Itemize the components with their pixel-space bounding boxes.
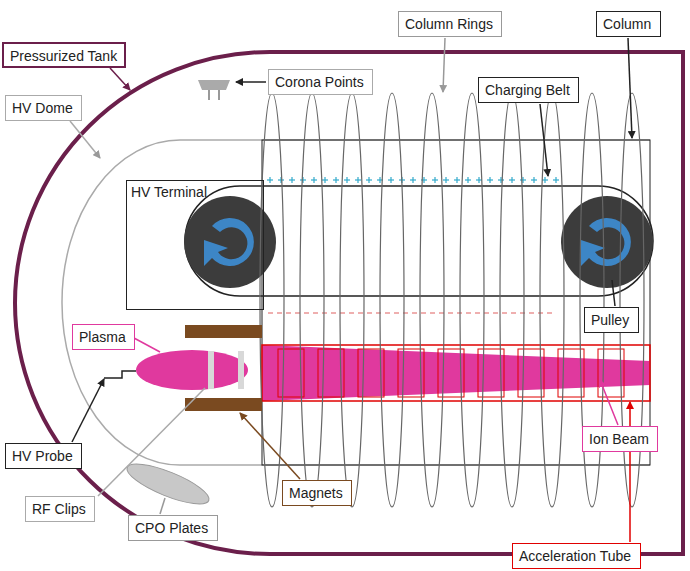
pulley <box>184 196 276 288</box>
magnet <box>185 398 262 411</box>
label-text: HV Dome <box>12 100 73 116</box>
hv-terminal: HV Terminal <box>126 180 264 310</box>
rf-clip <box>238 351 244 389</box>
label-text: Pulley <box>591 312 629 328</box>
label-text: Column Rings <box>405 16 493 32</box>
rotation-arrow <box>581 218 631 266</box>
label-text: Pressurized Tank <box>10 48 117 64</box>
cpo-plates <box>123 456 214 511</box>
probe-label: HV Probe <box>5 443 82 469</box>
leader-line <box>629 402 631 542</box>
label-text: Magnets <box>289 485 343 501</box>
leader-line <box>600 380 618 425</box>
leader-line <box>110 68 130 90</box>
acceleration-tube <box>262 345 650 401</box>
leader-line <box>443 38 445 92</box>
column-ring <box>500 93 524 507</box>
leader-line <box>72 379 104 442</box>
leader-line <box>628 38 632 138</box>
column-label: Column <box>596 11 661 37</box>
label-text: Corona Points <box>275 74 364 90</box>
leader-line <box>98 388 205 496</box>
rf-clip <box>208 351 214 389</box>
hv-probe <box>104 371 136 378</box>
cpo-label: CPO Plates <box>128 515 218 541</box>
leader-line <box>236 81 266 83</box>
column-ring <box>340 93 364 507</box>
magnet <box>185 325 262 338</box>
label-text: CPO Plates <box>135 520 208 536</box>
label-text: Charging Belt <box>485 82 570 98</box>
pulley-label: Pulley <box>584 307 639 333</box>
column-ring <box>540 93 564 507</box>
column-ring <box>460 93 484 507</box>
ion-beam <box>262 345 650 401</box>
label-text: HV Probe <box>12 448 73 464</box>
label-text: Plasma <box>79 329 126 345</box>
tube-sections <box>278 349 624 397</box>
label-text: Column <box>603 16 651 32</box>
column <box>262 140 650 465</box>
leader-line <box>70 121 100 158</box>
leader-line <box>540 104 548 176</box>
tube-label: Acceleration Tube <box>512 543 641 569</box>
plasma <box>136 350 248 390</box>
charging-belt <box>185 186 653 296</box>
rf-clips-label: RF Clips <box>25 496 95 522</box>
corona-label: Corona Points <box>268 69 373 95</box>
leader-line <box>134 338 160 352</box>
pulley <box>561 196 653 288</box>
column-ring <box>420 93 444 507</box>
leader-line <box>160 498 165 514</box>
leader-line <box>240 413 300 479</box>
magnets-label: Magnets <box>282 480 352 506</box>
dome-label: HV Dome <box>5 95 82 121</box>
plasma-label: Plasma <box>72 324 135 350</box>
label-text: RF Clips <box>32 501 86 517</box>
label-text: Ion Beam <box>589 431 649 447</box>
label-text: HV Terminal <box>131 184 207 200</box>
leader-line <box>612 280 615 306</box>
beam-label: Ion Beam <box>582 426 658 452</box>
rotation-arrow <box>204 218 254 266</box>
belt-charges-negative <box>268 312 552 313</box>
column-ring <box>380 93 404 507</box>
corona-points <box>198 80 230 90</box>
tank-label: Pressurized Tank <box>2 42 126 68</box>
rings-label: Column Rings <box>398 11 502 37</box>
pressurized-tank <box>15 52 683 554</box>
label-text: Acceleration Tube <box>519 548 631 564</box>
belt-charges <box>267 177 559 183</box>
column-ring <box>300 93 324 507</box>
belt-label: Charging Belt <box>478 77 579 103</box>
